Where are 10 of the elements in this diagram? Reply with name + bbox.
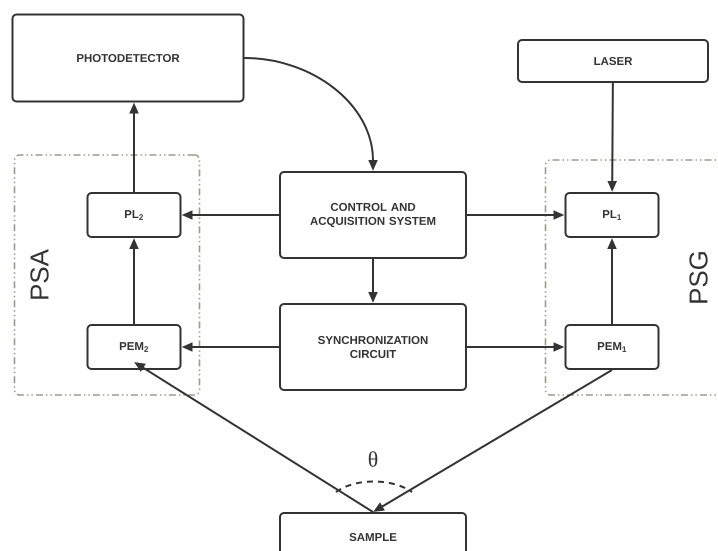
process-box: CONTROL AND ACQUISITION SYSTEM <box>279 171 467 259</box>
process-box: SAMPLE <box>279 512 467 551</box>
process-box: PL$_{2}$ <box>86 192 182 238</box>
process-box: LASER <box>517 39 709 83</box>
process-box: PL$_{1}$ <box>564 192 660 238</box>
process-box: PEM$_{1}$ <box>564 324 660 370</box>
process-box: PEM$_{2}$ <box>86 324 182 370</box>
angle-label: θ <box>368 451 378 467</box>
process-box: SYNCHRONIZATION CIRCUIT <box>279 303 467 391</box>
process-box: PHOTODETECTOR <box>12 14 244 102</box>
